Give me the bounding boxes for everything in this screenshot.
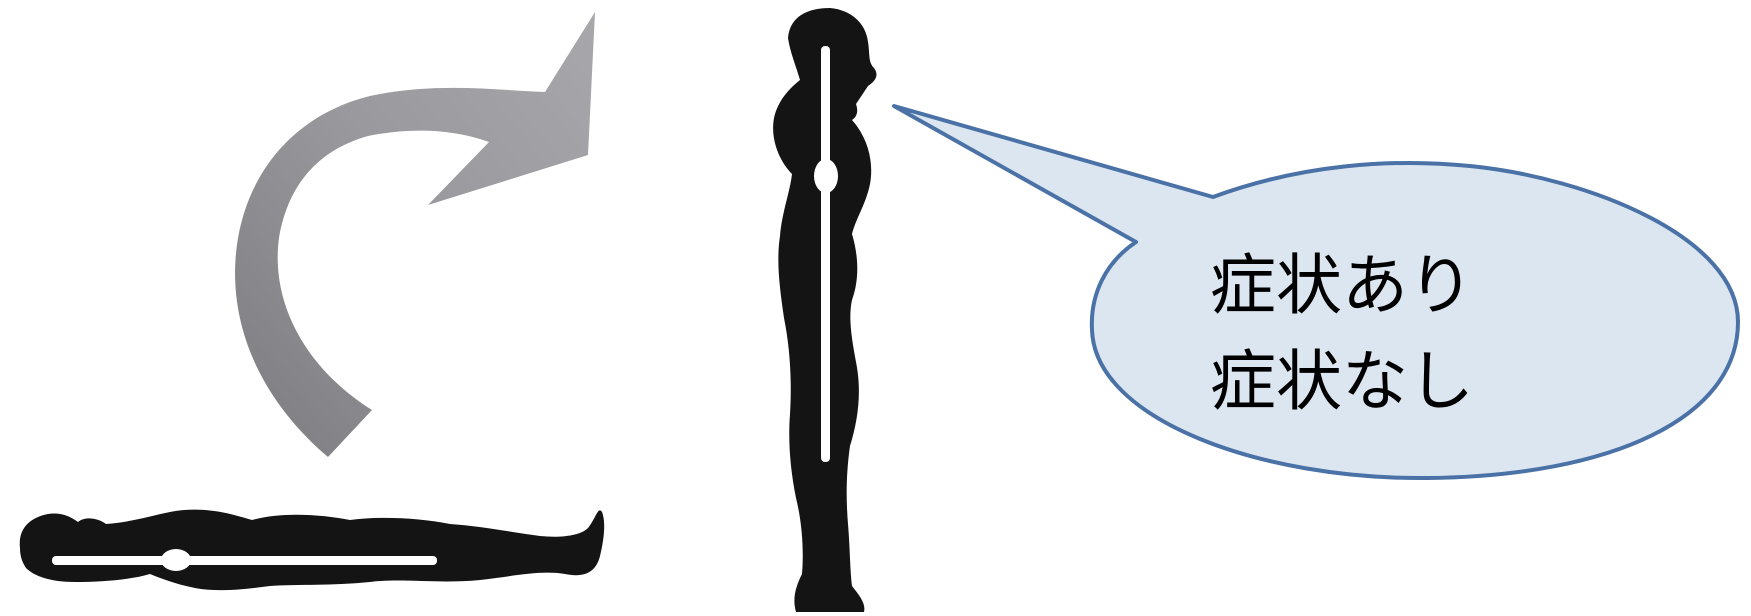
- curved-up-arrow-icon: [235, 12, 595, 457]
- standing-pelvis-marker: [814, 159, 838, 193]
- standing-person-silhouette-icon: [773, 8, 876, 612]
- symptom-present-label: 症状あり: [1210, 247, 1474, 324]
- lying-spine-line: [52, 556, 437, 565]
- symptom-absent-label: 症状なし: [1210, 343, 1474, 420]
- lying-person-silhouette-icon: [20, 510, 604, 591]
- lying-pelvis-marker: [161, 549, 191, 571]
- standing-spine-line: [821, 46, 830, 462]
- speech-bubble: 症状あり 症状なし: [894, 106, 1738, 478]
